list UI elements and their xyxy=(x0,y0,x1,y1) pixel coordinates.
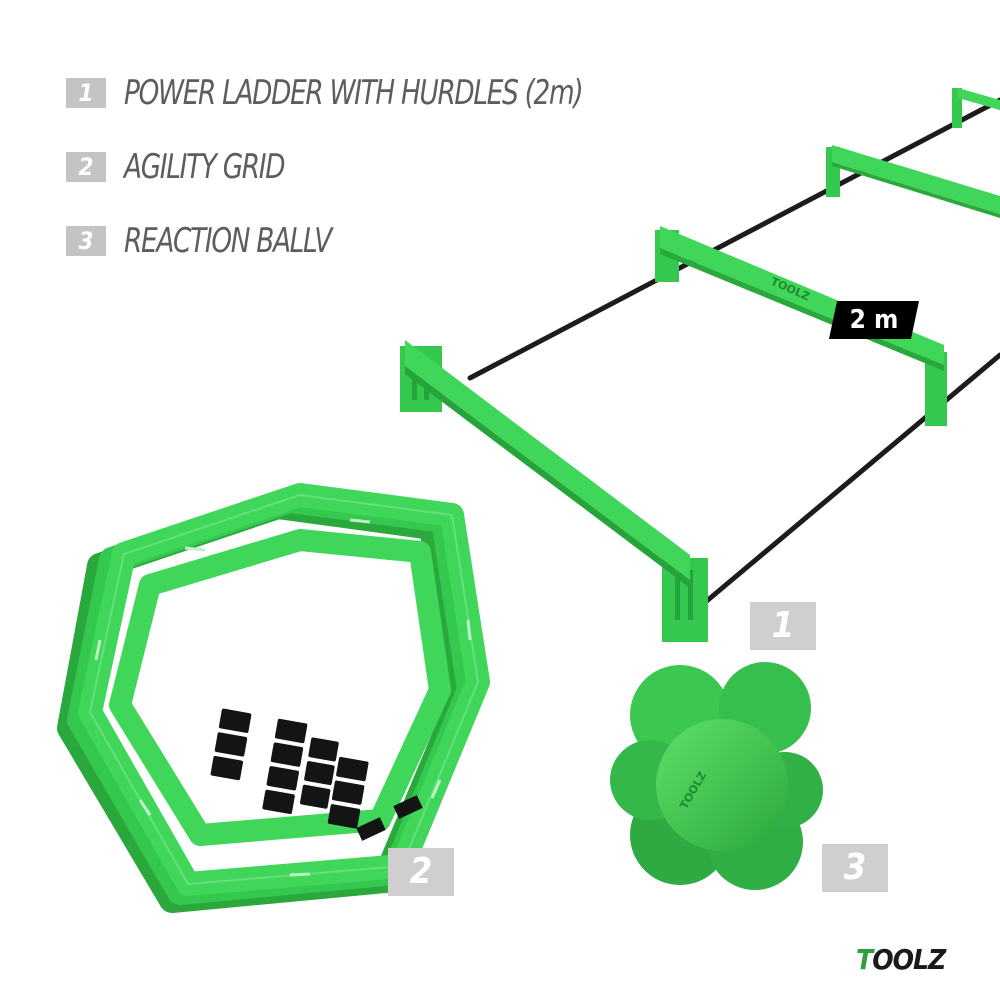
brand-logo: TOOLZ xyxy=(856,943,946,976)
legend-number-badge: 2 xyxy=(66,152,106,182)
hurdle-1 xyxy=(400,340,708,642)
product-tag-ball: 3 xyxy=(822,844,888,892)
legend-label: POWER LADDER WITH HURDLES (2m) xyxy=(124,73,584,113)
legend-label: REACTION BALLV xyxy=(124,221,332,261)
distance-label: 2 m xyxy=(828,301,920,339)
hurdle-far xyxy=(952,88,1000,128)
reaction-ball: TOOLZ xyxy=(610,662,823,890)
hurdle-3 xyxy=(826,145,1000,218)
legend-label: AGILITY GRID xyxy=(124,147,286,187)
product-tag-ladder: 1 xyxy=(750,602,816,650)
connector-pieces xyxy=(210,708,369,829)
ladder-straps xyxy=(467,97,1000,618)
legend-number-badge: 1 xyxy=(66,78,106,108)
legend-number-badge: 3 xyxy=(66,226,106,256)
product-tag-grid: 2 xyxy=(388,848,454,896)
agility-grid xyxy=(57,483,490,913)
